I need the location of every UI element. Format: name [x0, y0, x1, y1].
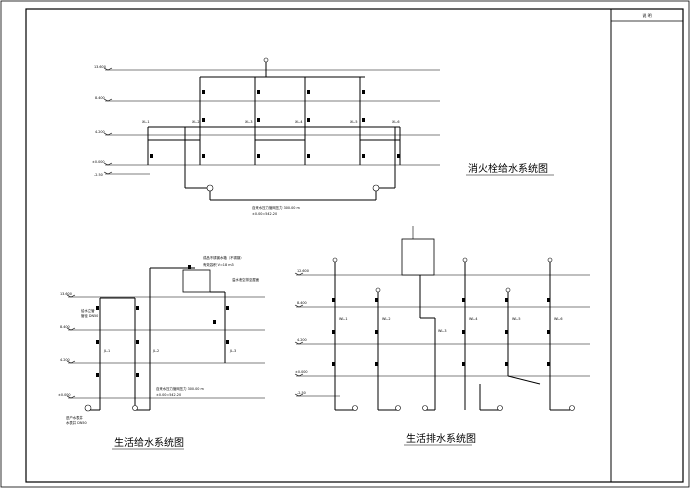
fire-hydrant-diagram — [103, 57, 440, 201]
drain-level-3: 4.200 — [297, 338, 307, 342]
drain-level-2: 8.400 — [297, 301, 307, 305]
drain-level-5: -2.50 — [297, 391, 306, 395]
supply-tag-3: JL-3 — [229, 349, 236, 353]
supply-system-title: 生活给水系统图 — [114, 436, 184, 449]
supply-level-2: 8.400 — [60, 325, 70, 329]
supply-tank-note-2: 有效容积 V=18 m3 — [203, 262, 234, 267]
fire-system-title: 消火栓给水系统图 — [468, 162, 548, 175]
drain-tag-4: WL-4 — [469, 317, 478, 321]
water-supply-labels: 13.600 8.400 4.200 ±0.000 成品不锈钢水箱（不锈钢） 有… — [58, 255, 260, 450]
supply-level-4: ±0.000 — [58, 393, 71, 397]
drainage-labels: 12.600 8.400 4.200 ±0.000 -2.50 WL-1 WL-… — [295, 269, 563, 446]
fire-tag-4: XL-4 — [295, 120, 303, 124]
supply-inlet-note-2: 水表井 DN50 — [66, 420, 87, 425]
supply-level-1: 13.600 — [60, 292, 72, 296]
fire-level-5: -2.50 — [94, 173, 103, 177]
fire-tag-2: XL-2 — [192, 120, 200, 124]
drain-tag-1: WL-1 — [339, 317, 348, 321]
fire-main-note: 自来水压力管网压力 300.00 m — [252, 205, 301, 210]
drain-level-1: 12.600 — [297, 269, 309, 273]
supply-main-note: 自来水压力管网压力 300.00 m — [156, 386, 205, 391]
drainage-diagram — [294, 226, 590, 411]
supply-tag-2: JL-2 — [152, 349, 159, 353]
fire-main-note-2: ±0.00=542.20 — [252, 212, 277, 216]
supply-main-note-2: ±0.00=542.20 — [156, 393, 181, 397]
supply-tank-note: 成品不锈钢水箱（不锈钢） — [203, 255, 244, 260]
fire-level-1: 13.600 — [94, 65, 106, 69]
inner-frame — [25, 8, 684, 483]
fire-level-4: ±0.000 — [92, 160, 105, 164]
supply-drain-note: 溢水泄空排至屋面 — [232, 277, 260, 282]
fire-level-3: 4.200 — [95, 130, 105, 134]
fire-level-2: 8.400 — [95, 96, 105, 100]
drain-tag-6: WL-6 — [554, 317, 563, 321]
fire-tag-6: XL-6 — [392, 120, 400, 124]
supply-level-3: 4.200 — [60, 358, 70, 362]
drain-tag-2: WL-2 — [382, 317, 391, 321]
water-supply-diagram — [66, 265, 265, 412]
fire-tag-3: XL-3 — [245, 120, 253, 124]
fire-tag-1: XL-1 — [142, 120, 150, 124]
drain-level-4: ±0.000 — [295, 370, 308, 374]
drain-tag-5: WL-5 — [512, 317, 521, 321]
title-block-header: 说 明 — [642, 12, 651, 18]
supply-riser-note-2: 管径 DN50 — [81, 313, 98, 318]
supply-inlet-note: 进户水表井 — [66, 415, 84, 420]
supply-riser-note: 给水立管 — [81, 308, 95, 313]
drain-tag-3: WL-3 — [438, 329, 447, 333]
fire-hydrant-labels: 13.600 8.400 4.200 ±0.000 -2.50 XL-1 XL-… — [92, 65, 554, 216]
supply-tag-1: JL-1 — [103, 349, 110, 353]
drain-system-title: 生活排水系统图 — [406, 432, 476, 445]
fire-tag-5: XL-5 — [350, 120, 358, 124]
